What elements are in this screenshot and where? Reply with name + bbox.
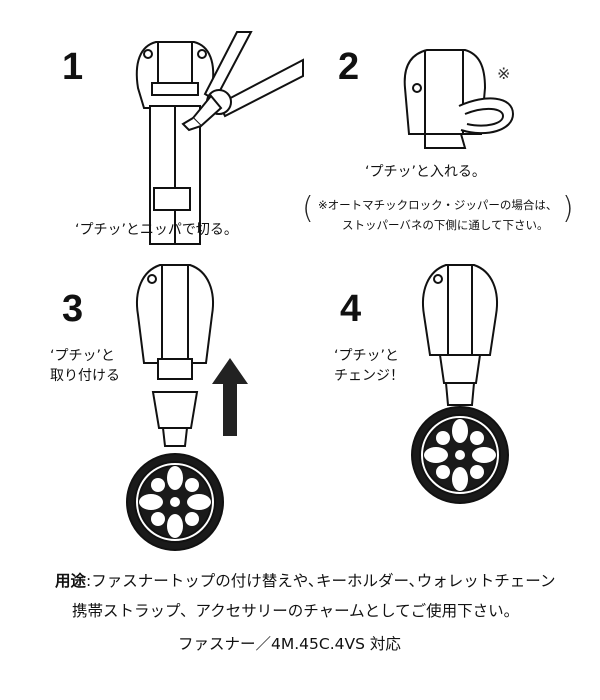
charm-medallion-icon (126, 391, 224, 551)
zipper-slider-icon (136, 264, 214, 380)
zipper-slider-with-loop-icon (403, 49, 515, 149)
usage-line-1: 用途:ファスナートップの付け替えや､キーホルダー､ウォレットチェーン (55, 570, 555, 592)
up-arrow-icon (212, 358, 248, 436)
step-1-number: 1 (62, 46, 84, 88)
step-3-caption-line-1: ‘プチッ’と (50, 348, 115, 364)
step-2-note-line-2: ストッパーバネの下側に通して下さい。 (342, 218, 549, 232)
nipper-icon (181, 31, 304, 132)
step-4-caption-line-1: ‘プチッ’と (334, 348, 399, 364)
usage-line-2: 携帯ストラップ、アクセサリーのチャームとしてご使用下さい。 (72, 602, 520, 620)
step-4-caption-line-2: チェンジ！ (334, 368, 404, 384)
step-2-caption: ‘プチッ’と入れる。 (365, 164, 486, 180)
step-3-number: 3 (62, 288, 84, 330)
usage-line-3: ファスナー／4M.45C.4VS 対応 (178, 635, 401, 653)
step-1-caption: ‘プチッ’とニッパで切る。 (75, 222, 238, 238)
step-2-number: 2 (338, 46, 360, 88)
note-paren-right: ) (562, 191, 574, 226)
step-3-caption-line-2: 取り付ける (50, 368, 120, 384)
step-2-reference-mark: ※ (497, 64, 511, 83)
step-2-note-line-1: ※オートマチックロック・ジッパーの場合は、 (318, 198, 558, 212)
note-paren-left: ( (302, 191, 314, 226)
step-4-number: 4 (340, 288, 362, 330)
usage-line-1-text: :ファスナートップの付け替えや､キーホルダー､ウォレットチェーン (86, 572, 556, 590)
usage-label: 用途 (55, 572, 87, 590)
assembled-zipper-charm-icon (411, 264, 509, 504)
